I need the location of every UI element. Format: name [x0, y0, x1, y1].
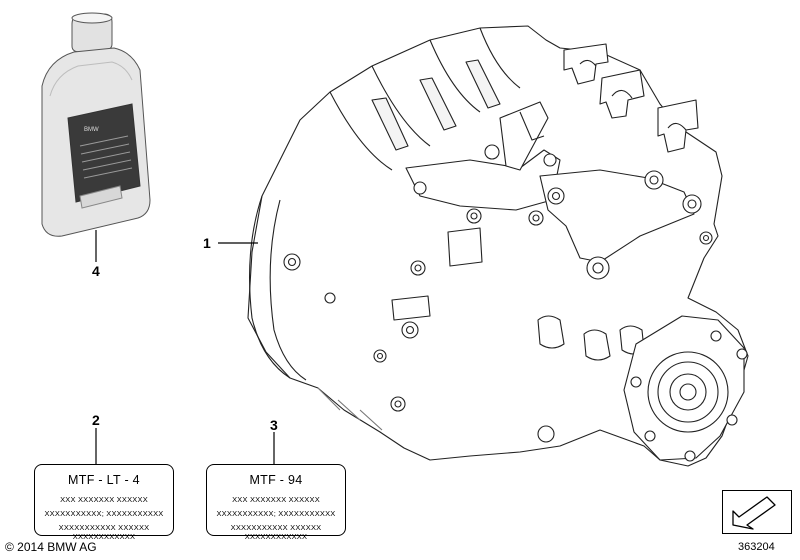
transmission-illustration — [247, 25, 749, 467]
callout-1: 1 — [203, 235, 211, 251]
label-3-line-2: XXXXXXXXXXX; XXXXXXXXXXX — [216, 509, 336, 518]
navigation-button[interactable] — [722, 490, 792, 534]
copyright-text: © 2014 BMW AG — [5, 540, 97, 554]
label-3-line-3: XXXXXXXXXXX XXXXXX XXXXXXXXXXXX — [230, 523, 322, 541]
label-2-line-1: XXX XXXXXXX XXXXXX — [60, 495, 148, 504]
label-mtf-lt-4: MTF - LT - 4 XXX XXXXXXX XXXXXX XXXXXXXX… — [34, 464, 174, 541]
label-2-line-2: XXXXXXXXXXX; XXXXXXXXXXX — [44, 509, 164, 518]
bottle-brand-text: BMW — [84, 127, 99, 133]
document-number: 363204 — [738, 541, 775, 553]
callout-4: 4 — [92, 263, 100, 279]
label-2-line-3: XXXXXXXXXXX XXXXXX XXXXXXXXXXXX — [58, 523, 150, 541]
arrow-down-left-icon — [732, 496, 776, 530]
callout-3: 3 — [270, 417, 278, 433]
label-2-title: MTF - LT - 4 — [68, 473, 140, 487]
callout-2: 2 — [92, 412, 100, 428]
label-3-line-1: XXX XXXXXXX XXXXXX — [232, 495, 320, 504]
bottle-label-lines — [79, 135, 133, 179]
leader-lines — [95, 230, 275, 466]
label-3-title: MTF - 94 — [249, 473, 303, 487]
label-mtf-94: MTF - 94 XXX XXXXXXX XXXXXX XXXXXXXXXXX;… — [206, 464, 346, 541]
oil-bottle-illustration — [41, 12, 151, 237]
